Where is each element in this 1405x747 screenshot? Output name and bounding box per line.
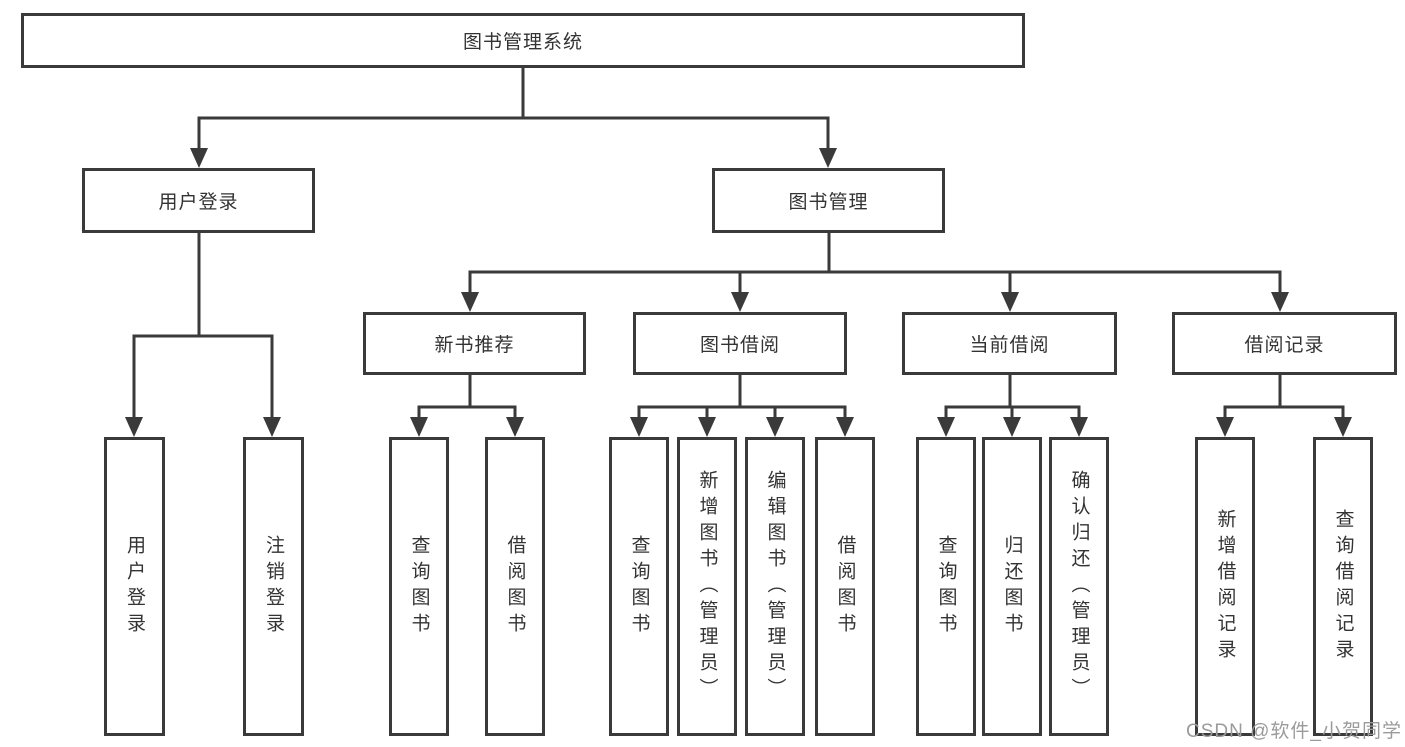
- leaf-borrow-add-book-admin: 新增图书（管理员）: [677, 437, 737, 736]
- node-current-borrowing: 当前借阅: [902, 312, 1117, 375]
- node-root: 图书管理系统: [21, 13, 1025, 68]
- leaf-user-login: 用户登录: [104, 437, 165, 736]
- leaf-borrow-edit-book-admin-label: 编辑图书（管理员）: [764, 469, 786, 704]
- leaf-record-add: 新增借阅记录: [1195, 437, 1255, 736]
- node-book-borrowing: 图书借阅: [633, 312, 847, 375]
- node-user-login-label: 用户登录: [158, 192, 239, 213]
- leaf-current-query-book-label: 查询图书: [935, 534, 957, 639]
- leaf-current-confirm-return-admin: 确认归还（管理员）: [1049, 437, 1109, 736]
- leaf-current-return-book: 归还图书: [982, 437, 1042, 736]
- leaf-record-add-label: 新增借阅记录: [1214, 508, 1236, 665]
- leaf-borrow-add-book-admin-label: 新增图书（管理员）: [696, 469, 718, 704]
- node-new-book-recommendation-label: 新书推荐: [434, 335, 515, 356]
- csdn-watermark: CSDN @软件_小贺同学: [1186, 721, 1402, 742]
- node-book-management: 图书管理: [712, 168, 945, 233]
- leaf-borrow-edit-book-admin: 编辑图书（管理员）: [745, 437, 805, 736]
- leaf-borrow-query-book: 查询图书: [609, 437, 669, 736]
- leaf-borrow-borrow-book-label: 借阅图书: [834, 534, 856, 639]
- node-new-book-recommendation: 新书推荐: [363, 312, 586, 375]
- leaf-logout-label: 注销登录: [263, 534, 284, 639]
- leaf-user-login-label: 用户登录: [124, 534, 145, 639]
- node-root-label: 图书管理系统: [462, 32, 583, 53]
- leaf-record-query-label: 查询借阅记录: [1332, 508, 1354, 665]
- leaf-rec-query-book-label: 查询图书: [408, 534, 430, 639]
- node-book-borrowing-label: 图书借阅: [699, 335, 780, 356]
- node-current-borrowing-label: 当前借阅: [969, 335, 1050, 356]
- leaf-current-confirm-return-admin-label: 确认归还（管理员）: [1068, 469, 1090, 704]
- leaf-rec-borrow-book: 借阅图书: [485, 437, 545, 736]
- leaf-current-query-book: 查询图书: [916, 437, 976, 736]
- node-borrowing-records: 借阅记录: [1172, 312, 1397, 375]
- leaf-current-return-book-label: 归还图书: [1001, 534, 1023, 639]
- node-borrowing-records-label: 借阅记录: [1244, 335, 1325, 356]
- leaf-borrow-borrow-book: 借阅图书: [815, 437, 875, 736]
- leaf-borrow-query-book-label: 查询图书: [628, 534, 650, 639]
- leaf-rec-query-book: 查询图书: [389, 437, 449, 736]
- node-user-login: 用户登录: [82, 168, 315, 233]
- leaf-logout: 注销登录: [243, 437, 304, 736]
- leaf-record-query: 查询借阅记录: [1313, 437, 1373, 736]
- node-book-management-label: 图书管理: [788, 192, 869, 213]
- leaf-rec-borrow-book-label: 借阅图书: [504, 534, 526, 639]
